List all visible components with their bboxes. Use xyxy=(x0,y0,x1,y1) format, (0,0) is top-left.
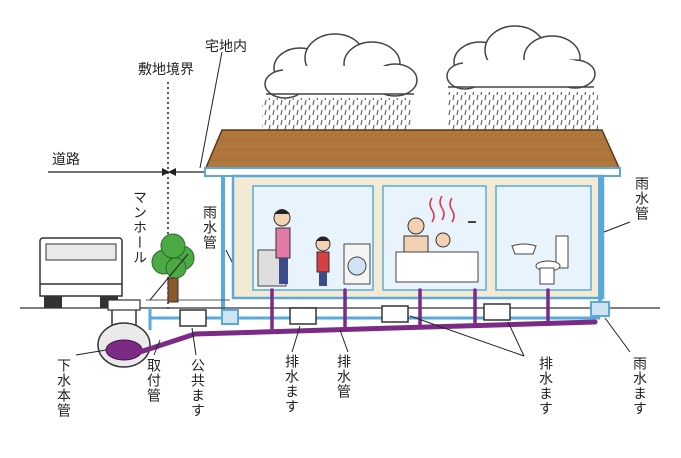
manhole-cover xyxy=(107,299,141,311)
wash-basin-icon xyxy=(511,243,537,255)
label-haisui-masu-2: 排水ます xyxy=(537,356,553,416)
truck-icon xyxy=(39,237,123,308)
bathtub-icon xyxy=(395,251,479,283)
label-takuchinai: 宅地内 xyxy=(205,39,247,55)
drain-basin-2 xyxy=(381,305,409,323)
label-toritsukekan: 取付管 xyxy=(145,358,161,403)
tree-icon xyxy=(151,233,195,303)
child-icon xyxy=(316,251,330,273)
cloud-left-icon xyxy=(264,33,418,99)
takuchinai-pointer xyxy=(199,51,223,169)
label-manhole: マンホール xyxy=(131,190,147,265)
label-doro: 道路 xyxy=(52,152,80,168)
leader-lines xyxy=(75,221,631,357)
label-gesui-honkan: 下水本管 xyxy=(55,358,71,418)
mother-icon xyxy=(275,227,291,259)
label-usuikan-right: 雨水管 xyxy=(633,176,649,221)
label-usuikan-wall: 雨水管 xyxy=(201,205,217,250)
rain-right xyxy=(448,92,598,132)
rain-basin-left xyxy=(221,309,239,325)
cloud-right-icon xyxy=(446,25,596,90)
rain-basin-right xyxy=(590,301,610,317)
label-haisuikan: 排水管 xyxy=(335,354,351,399)
label-haisui-masu-1: 排水ます xyxy=(283,354,299,414)
label-kokyo-masu: 公共ます xyxy=(189,358,205,418)
label-usui-masu: 雨水ます xyxy=(631,356,647,416)
drain-basin-1 xyxy=(289,307,317,325)
drain-pipes xyxy=(137,288,598,355)
public-basin xyxy=(179,309,207,327)
drain-basin-3 xyxy=(483,303,511,321)
label-shikichi-kyokai: 敷地境界 xyxy=(138,62,194,78)
